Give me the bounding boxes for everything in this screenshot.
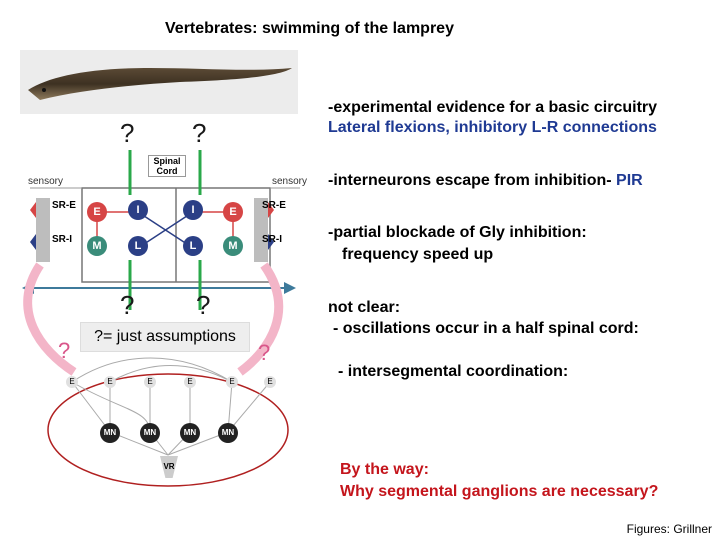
sensory-label-right: sensory	[272, 176, 308, 187]
question-mark-top-left: ?	[120, 118, 135, 148]
paragraph-2-pir: PIR	[616, 172, 643, 189]
network-e-4: E	[184, 376, 196, 388]
network-e-6: E	[264, 376, 276, 388]
network-e-3: E	[144, 376, 156, 388]
paragraph-6-line-2: Why segmental ganglions are necessary?	[340, 483, 659, 500]
paragraph-3-line-1: -partial blockade of Gly inhibition:	[328, 224, 587, 241]
sr-i-label-left: SR-I	[52, 234, 72, 245]
paragraph-1-line-2: Lateral flexions, inhibitory L-R connect…	[328, 119, 657, 136]
paragraph-4-line-1: not clear:	[328, 299, 401, 316]
question-mark-pink-left: ?	[58, 338, 71, 363]
paragraph-2-prefix: -interneurons escape from inhibition-	[328, 172, 617, 189]
neuron-l-left: L	[128, 236, 148, 256]
mn-node-4: MN	[218, 423, 238, 443]
vr-label: VR	[160, 456, 178, 478]
neuron-i-left: I	[128, 200, 148, 220]
lamprey-photo	[20, 50, 298, 114]
neuron-l-right: L	[183, 236, 203, 256]
sensory-label-left: sensory	[28, 176, 64, 187]
sr-e-label-left: SR-E	[52, 200, 76, 211]
mn-node-1: MN	[100, 423, 120, 443]
sr-e-label-right: SR-E	[262, 200, 286, 211]
spinal-cord-label: Spinal Cord	[148, 155, 186, 177]
network-e-5: E	[226, 376, 238, 388]
paragraph-1-line-1: -experimental evidence for a basic circu…	[328, 99, 658, 116]
assumptions-note: ?= just assumptions	[80, 322, 250, 352]
figure-credit: Figures: Grillner	[626, 522, 712, 536]
neuron-i-right: I	[183, 200, 203, 220]
paragraph-2: -interneurons escape from inhibition- PI…	[328, 170, 643, 191]
paragraph-3-line-2: frequency speed up	[342, 246, 494, 263]
paragraph-5: - intersegmental coordination:	[338, 363, 569, 380]
neuron-e-right: E	[223, 202, 243, 222]
mn-node-3: MN	[180, 423, 200, 443]
neuron-e-left: E	[87, 202, 107, 222]
paragraph-4-line-2: - oscillations occur in a half spinal co…	[333, 320, 639, 337]
neuron-m-left: M	[87, 236, 107, 256]
slide-title: Vertebrates: swimming of the lamprey	[165, 20, 454, 37]
network-e-2: E	[104, 376, 116, 388]
paragraph-6-line-1: By the way:	[340, 461, 429, 478]
sr-i-label-right: SR-I	[262, 234, 282, 245]
question-mark-top-right: ?	[192, 118, 207, 148]
question-mark-bottom-right: ?	[196, 290, 211, 320]
neuron-m-right: M	[223, 236, 243, 256]
network-e-1: E	[66, 376, 78, 388]
mn-node-2: MN	[140, 423, 160, 443]
question-mark-bottom-left: ?	[120, 290, 135, 320]
question-mark-pink-right: ?	[258, 340, 271, 365]
